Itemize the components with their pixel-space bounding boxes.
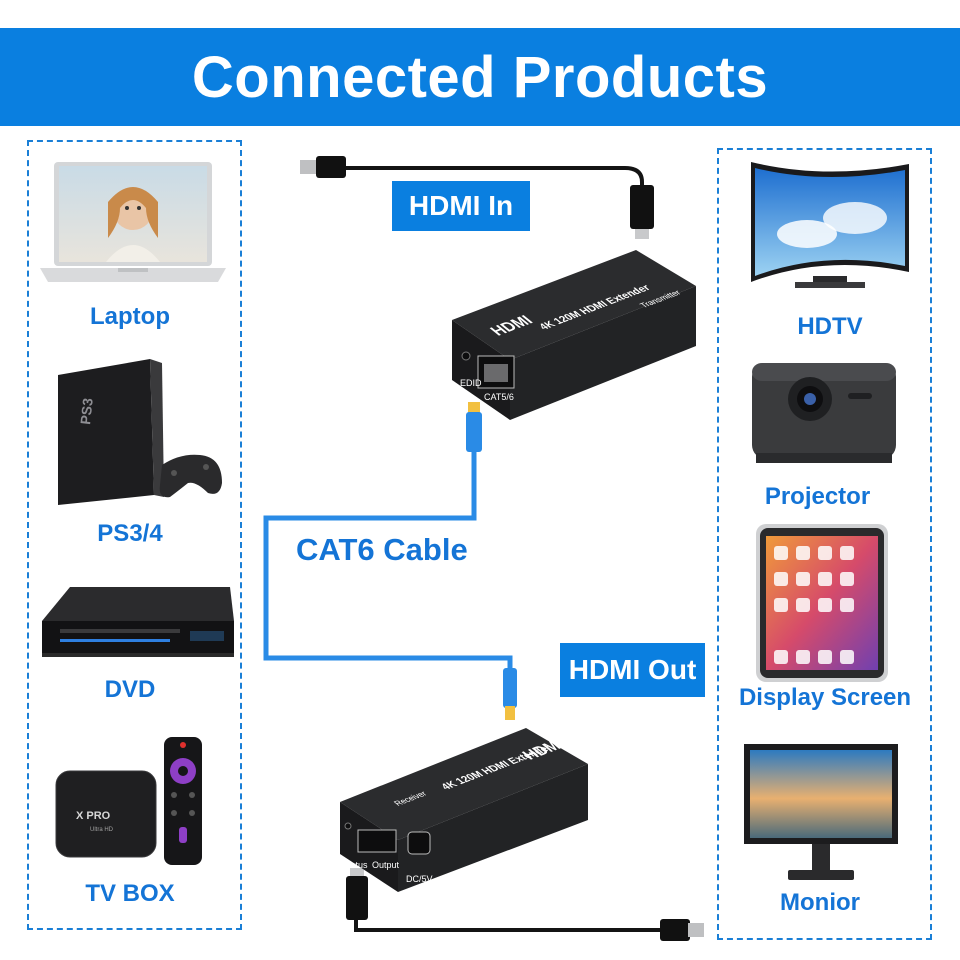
transmitter-unit: HDMI 4K 120M HDMI Extender Transmitter E… [452,250,696,420]
laptop-icon [40,162,226,282]
transmitter-port-edid: EDID [460,378,482,388]
hdmi-in-tag: HDMI In [392,181,530,231]
source-label-laptop: Laptop [90,303,170,330]
tvbox-brand: X PRO [76,810,111,822]
source-label-tvbox: TV BOX [85,880,175,907]
projector-icon [752,363,896,463]
hdmi-in-label: HDMI In [408,190,514,221]
monitor-icon [744,744,898,880]
hdmi-out-tag: HDMI Out [560,643,705,697]
tv-box-icon: X PRO Ultra HD [55,737,202,865]
source-label-dvd: DVD [104,676,156,703]
source-label-ps: PS3/4 [97,520,163,547]
dvd-player-icon [42,587,234,657]
console-logo: PS3 [77,397,96,425]
display-label-hdtv: HDTV [797,313,863,340]
receiver-port-power: DC/5V [406,874,433,884]
curved-tv-icon [751,162,909,288]
display-devices-panel [717,148,932,940]
display-label-projector: Projector [764,483,871,510]
transmitter-port-cat: CAT5/6 [484,392,514,402]
tablet-icon [756,524,888,682]
hdmi-out-label: HDMI Out [568,654,697,685]
tvbox-sub: Ultra HD [90,827,114,833]
source-devices-panel [27,140,242,930]
receiver-port-output: Output [372,860,400,870]
receiver-unit: Receiver 4K 120M HDMI Extender HDMI Stat… [340,728,588,892]
game-console-icon: PS3 [58,359,222,505]
receiver-port-status: Status [342,860,368,870]
cable-label: CAT6 Cable [296,532,468,567]
title-banner: Connected Products [0,28,960,126]
display-label-monitor: Monior [780,889,860,916]
display-label-screen: Display Screen [738,684,912,711]
page-title: Connected Products [191,44,769,110]
